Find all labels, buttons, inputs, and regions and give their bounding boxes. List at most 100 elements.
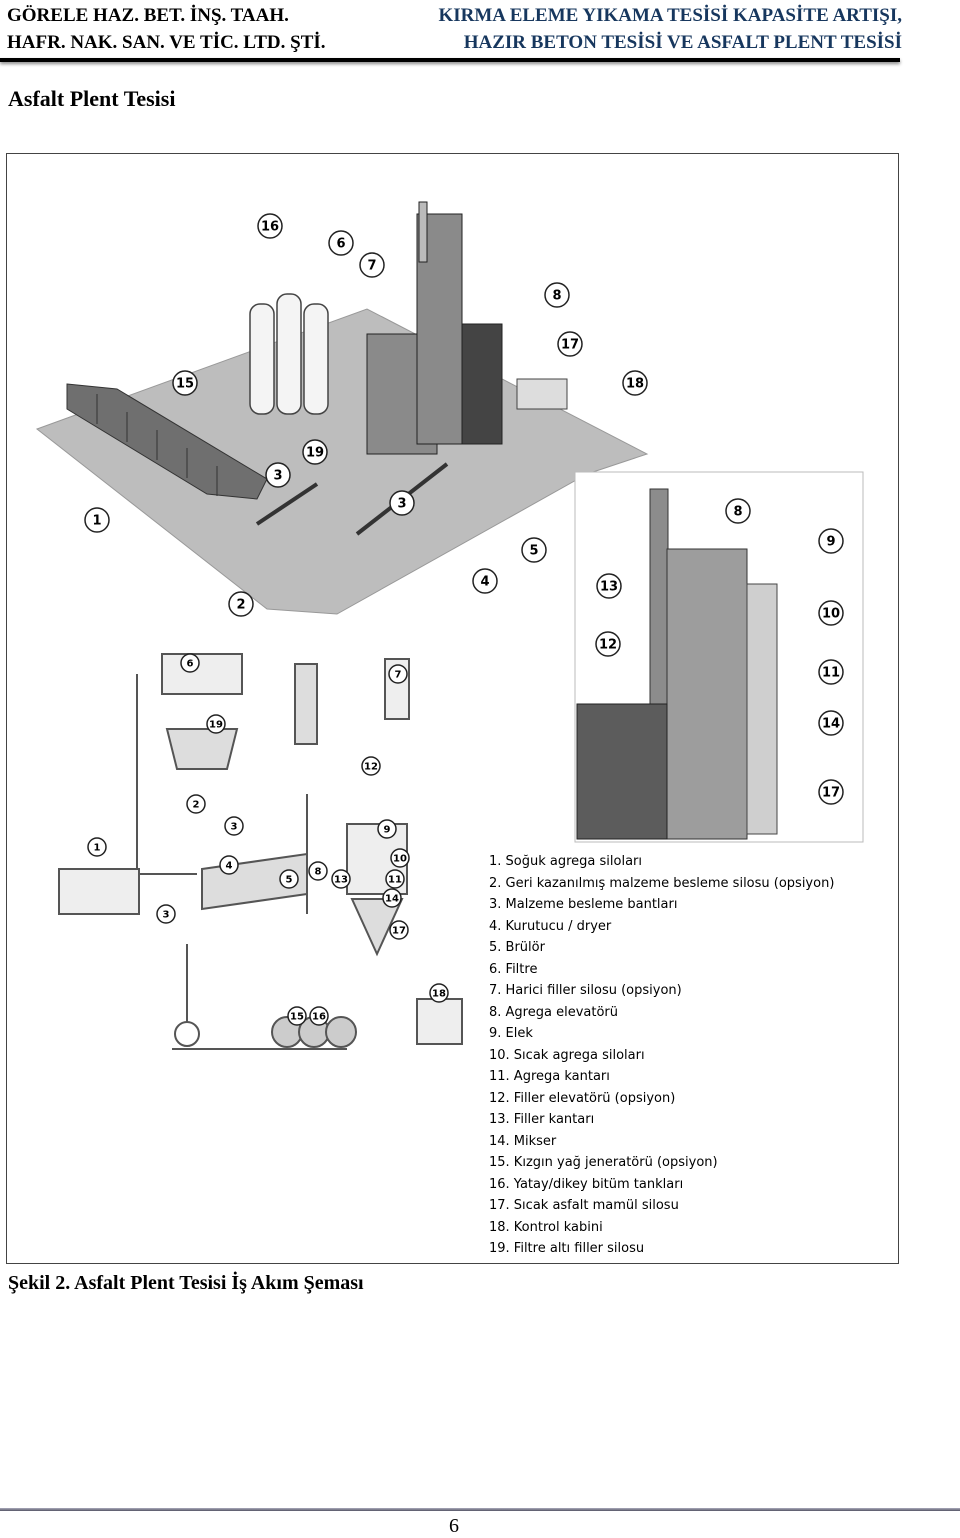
- callout-number: 8: [552, 289, 561, 304]
- callout-number: 1: [94, 843, 101, 854]
- callout-number: 16: [261, 220, 279, 235]
- header-rule: [0, 58, 900, 62]
- callout-3: 3: [224, 816, 244, 836]
- callout-circle: [279, 869, 299, 889]
- callout-number: 9: [384, 825, 391, 836]
- callout-circle: [156, 904, 176, 924]
- callout-4: 4: [472, 568, 498, 594]
- callout-number: 17: [822, 786, 840, 801]
- callout-3: 3: [389, 490, 415, 516]
- callout-circle: [228, 591, 254, 617]
- footer-rule: [0, 1508, 960, 1511]
- callout-number: 1: [92, 514, 101, 529]
- callout-circle: [385, 869, 405, 889]
- callout-number: 6: [187, 659, 194, 670]
- callout-number: 2: [236, 598, 245, 613]
- callout-4: 4: [219, 855, 239, 875]
- callout-circle: [622, 370, 648, 396]
- callout-number: 5: [529, 544, 538, 559]
- control-cabin: [516, 378, 568, 410]
- callout-circle: [818, 528, 844, 554]
- callout-circle: [219, 855, 239, 875]
- page-number: 6: [449, 1515, 459, 1537]
- legend-item: 8. Agrega elevatörü: [489, 1004, 618, 1020]
- callout-6: 6: [328, 230, 354, 256]
- callout-9: 9: [377, 819, 397, 839]
- callout-number: 12: [599, 638, 617, 653]
- company-name: GÖRELE HAZ. BET. İNŞ. TAAH. HAFR. NAK. S…: [7, 2, 326, 56]
- callout-number: 19: [306, 446, 324, 461]
- schematic-flow: [58, 653, 463, 1050]
- callout-8: 8: [308, 861, 328, 881]
- callout-number: 8: [733, 505, 742, 520]
- callout-number: 10: [393, 854, 407, 865]
- legend-item: 12. Filler elevatörü (opsiyon): [489, 1090, 676, 1106]
- callout-circle: [595, 631, 621, 657]
- callout-circle: [224, 816, 244, 836]
- callout-2: 2: [228, 591, 254, 617]
- callout-circle: [596, 573, 622, 599]
- callout-number: 4: [226, 861, 233, 872]
- callout-number: 14: [385, 894, 399, 905]
- callout-11: 11: [818, 659, 844, 685]
- legend-item: 1. Soğuk agrega siloları: [489, 854, 643, 869]
- legend-item: 14. Mikser: [489, 1133, 557, 1149]
- callout-circle: [180, 653, 200, 673]
- callout-number: 6: [336, 237, 345, 252]
- callout-circle: [472, 568, 498, 594]
- callout-number: 17: [392, 926, 406, 937]
- legend-item: 4. Kurutucu / dryer: [489, 918, 612, 934]
- callout-number: 14: [822, 717, 840, 732]
- callout-circle: [544, 282, 570, 308]
- legend-item: 18. Kontrol kabini: [489, 1219, 603, 1235]
- callout-circle: [818, 600, 844, 626]
- legend-item: 13. Filler kantarı: [489, 1112, 595, 1127]
- callout-circle: [818, 659, 844, 685]
- callout-8: 8: [544, 282, 570, 308]
- callout-number: 19: [209, 720, 223, 731]
- callout-circle: [87, 837, 107, 857]
- legend-item: 6. Filtre: [489, 961, 538, 977]
- callout-8: 8: [725, 498, 751, 524]
- callout-15: 15: [287, 1006, 307, 1026]
- callout-19: 19: [206, 714, 226, 734]
- callout-circle: [84, 507, 110, 533]
- callout-number: 15: [290, 1012, 304, 1023]
- callout-3: 3: [265, 462, 291, 488]
- callout-10: 10: [818, 600, 844, 626]
- closeup-stairs: [746, 583, 778, 835]
- callout-number: 7: [367, 259, 376, 274]
- callout-circle: [389, 490, 415, 516]
- callout-number: 18: [432, 989, 446, 1000]
- callout-18: 18: [429, 983, 449, 1003]
- callout-9: 9: [818, 528, 844, 554]
- feed-belt: [255, 482, 319, 526]
- legend-item: 17. Sıcak asfalt mamül silosu: [489, 1198, 679, 1213]
- callout-18: 18: [622, 370, 648, 396]
- legend-item: 10. Sıcak agrega siloları: [489, 1047, 645, 1063]
- closeup-silos: [576, 703, 668, 840]
- company-line-1: GÖRELE HAZ. BET. İNŞ. TAAH.: [7, 5, 289, 26]
- callout-3: 3: [156, 904, 176, 924]
- legend-item: 3. Malzeme besleme bantları: [489, 897, 678, 912]
- legend-item: 7. Harici filler silosu (opsiyon): [489, 983, 682, 998]
- callout-circle: [265, 462, 291, 488]
- cold-aggregate-bins: [66, 383, 268, 500]
- callout-11: 11: [385, 869, 405, 889]
- callout-number: 13: [334, 875, 348, 886]
- company-line-2: HAFR. NAK. SAN. VE TİC. LTD. ŞTİ.: [7, 32, 326, 53]
- callout-5: 5: [521, 537, 547, 563]
- callout-1: 1: [87, 837, 107, 857]
- callout-19: 19: [302, 439, 328, 465]
- callout-circle: [818, 779, 844, 805]
- callout-17: 17: [557, 331, 583, 357]
- callout-number: 11: [822, 666, 840, 681]
- legend-item: 15. Kızgın yağ jeneratörü (opsiyon): [489, 1155, 718, 1170]
- closeup-tower: [666, 548, 748, 840]
- callout-circle: [429, 983, 449, 1003]
- callout-12: 12: [595, 631, 621, 657]
- section-title: Asfalt Plent Tesisi: [8, 86, 176, 111]
- callout-number: 18: [626, 377, 644, 392]
- callout-circle: [206, 714, 226, 734]
